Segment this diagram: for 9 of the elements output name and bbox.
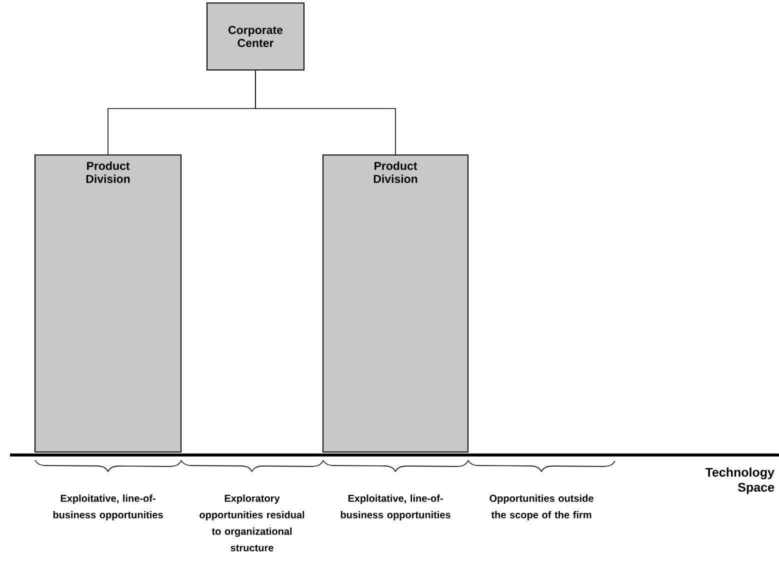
product-division-box: Product Division — [322, 154, 468, 452]
product-division-box: Product Division — [34, 154, 182, 452]
brace-label: Exploratory opportunities residual to organizational structure — [200, 494, 304, 552]
brace-label: Opportunities outside the scope of the firm — [490, 494, 594, 520]
brace-label: Exploitative, line-of-business opportunities — [340, 494, 450, 520]
corporate-center-box: Corporate Center — [206, 2, 304, 70]
brace-label: Exploitative, line-of-business opportunities — [53, 494, 163, 520]
axis-label: Technology Space — [705, 468, 774, 494]
connector — [255, 70, 396, 155]
